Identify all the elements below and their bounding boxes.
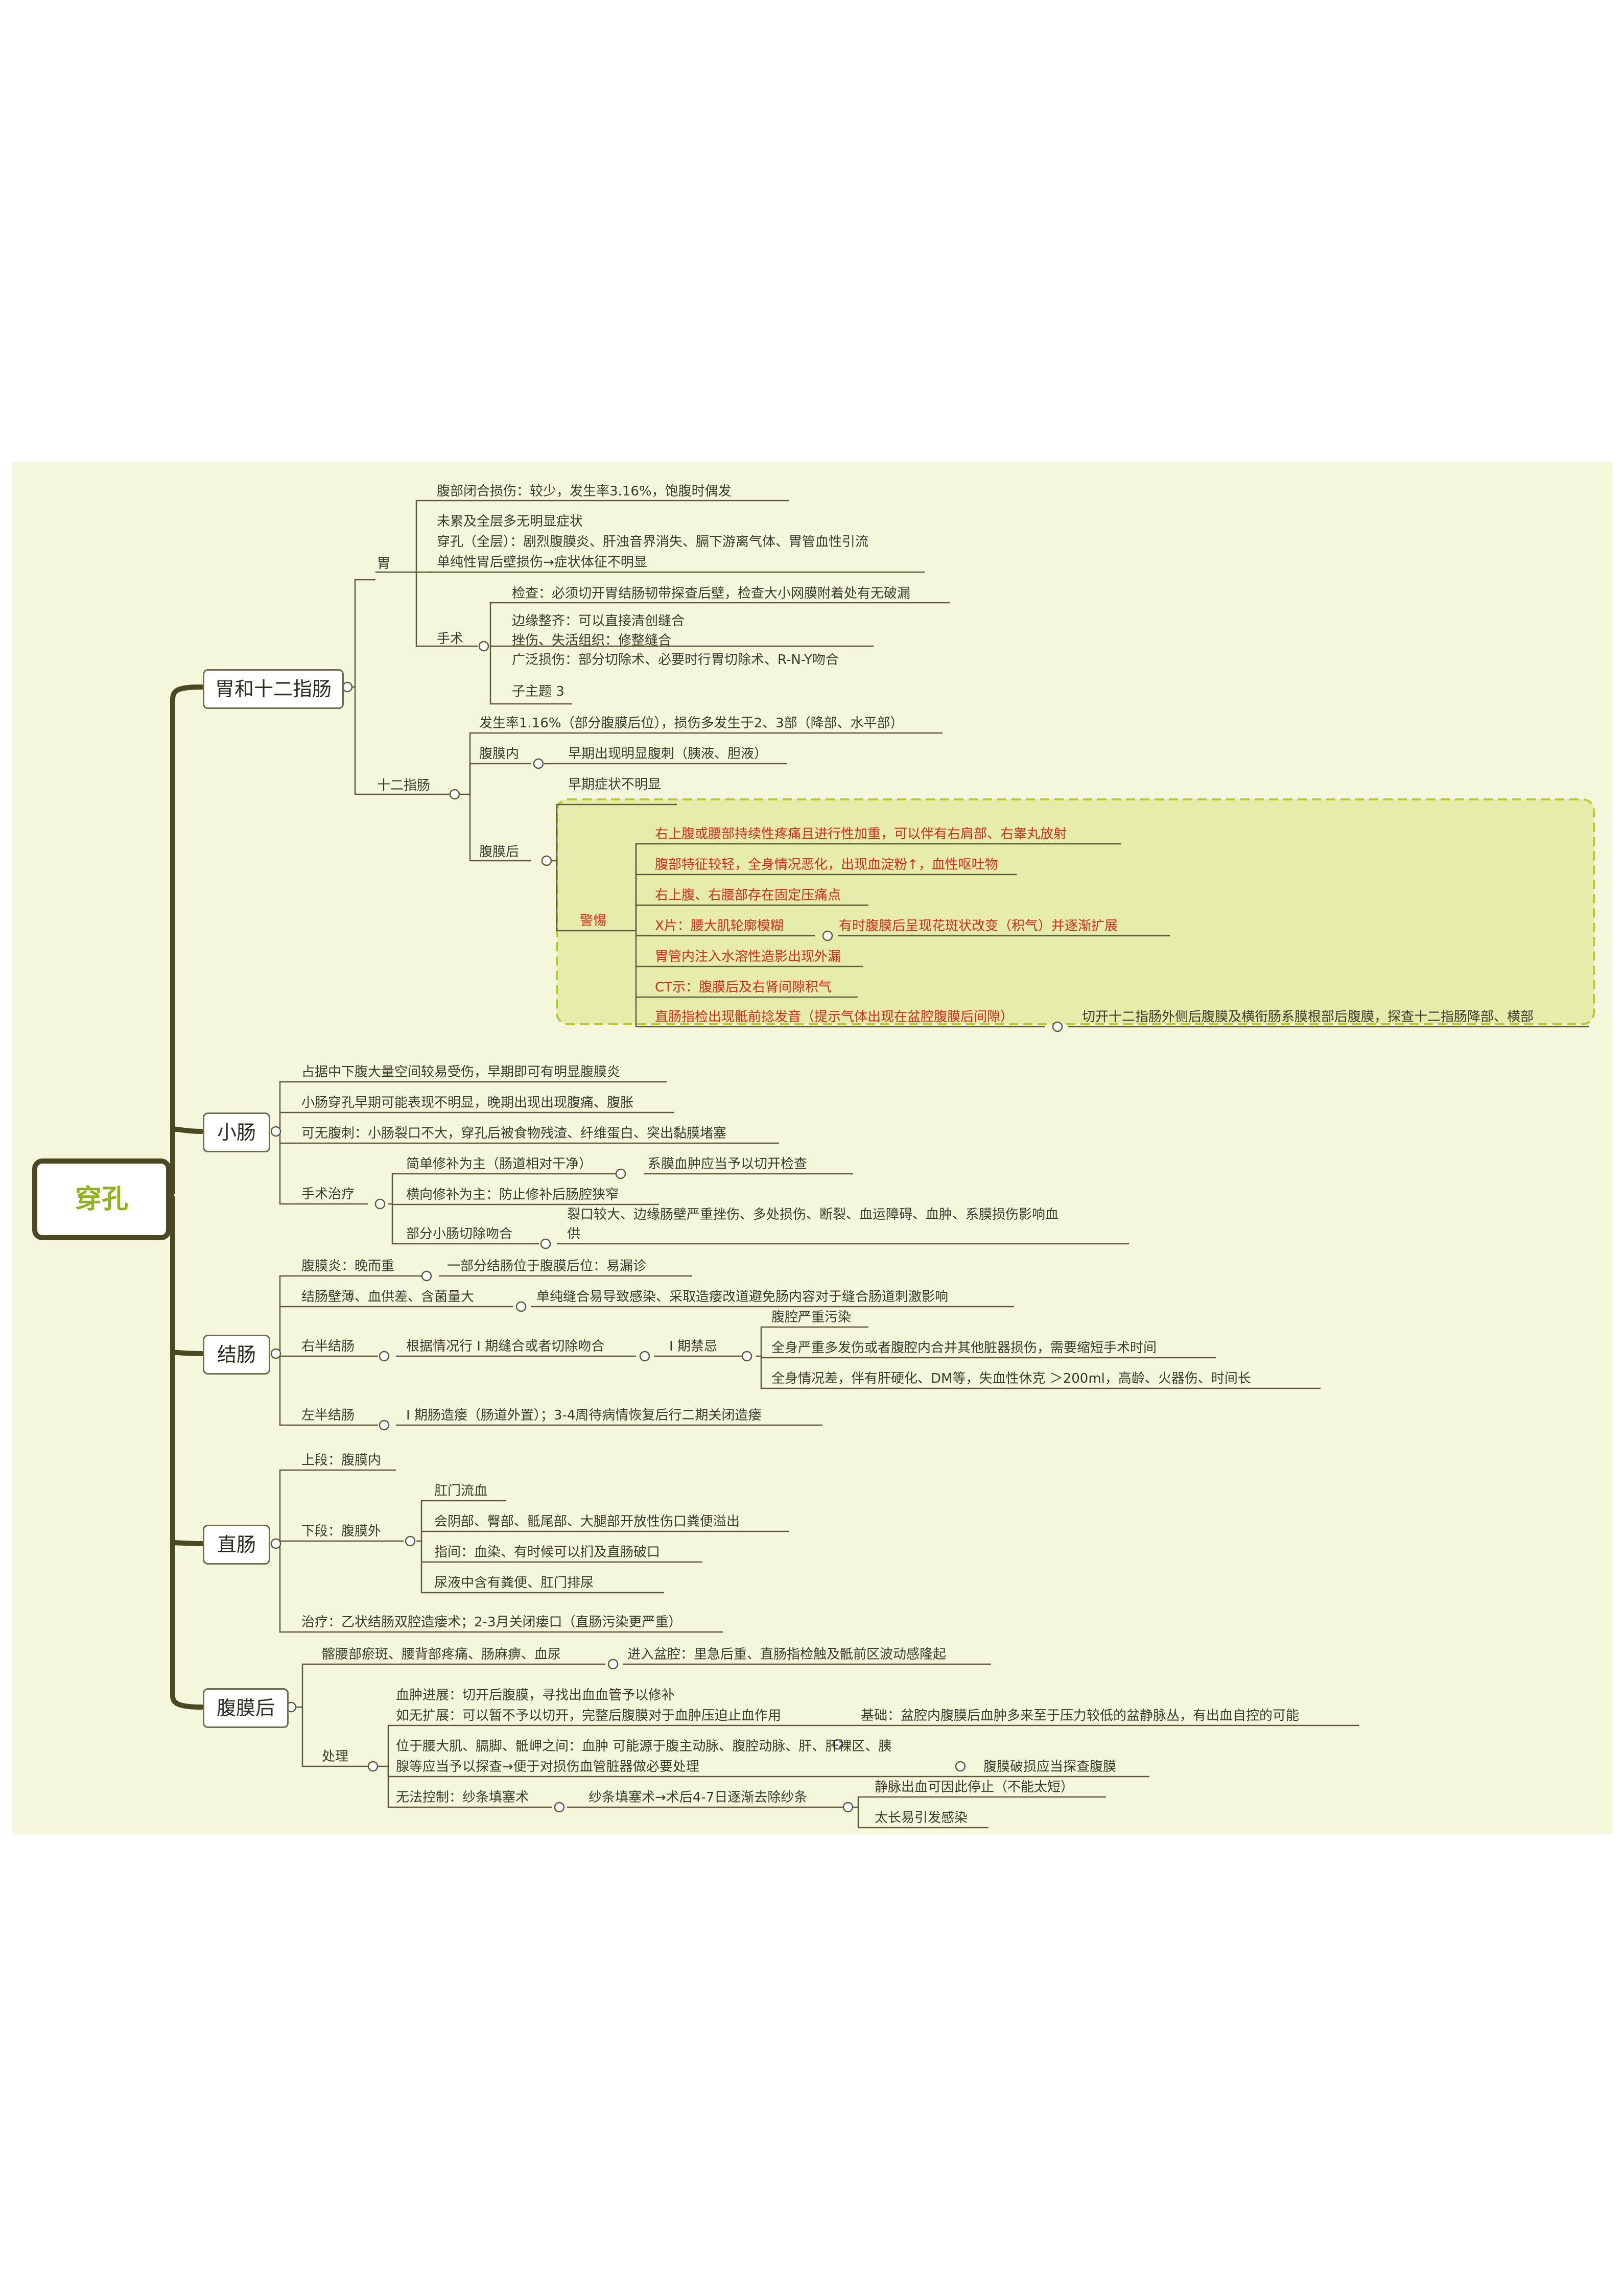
alert-item-4[interactable]: X片：腰大肌轮廓模糊 [655,918,784,934]
rectum-lower[interactable]: 下段：腹膜外 [301,1524,382,1539]
retro-gauze-extra[interactable]: 纱条填塞术→术后4-7日逐渐去除纱条 [589,1790,808,1805]
colon-stage1-ban[interactable]: I 期禁忌 [669,1339,717,1354]
colon-left[interactable]: 左半结肠 [301,1408,355,1423]
retro-psoas-extra[interactable]: 腹膜破损应当探查腹膜 [983,1759,1117,1775]
small-partial-extra-2[interactable]: 供 [567,1226,581,1242]
duodenum-retro[interactable]: 腹膜后 [479,844,520,860]
retro-gauze[interactable]: 无法控制：纱条填塞术 [396,1790,529,1805]
subtopic-stomach[interactable]: 胃 [377,556,391,572]
colon-ban-2[interactable]: 全身严重多发伤或者腹腔内合并其他脏器损伤，需要缩短手术时间 [771,1340,1157,1356]
colon-wall[interactable]: 结肠壁薄、血供差、含菌量大 [301,1289,475,1305]
rectum-treat[interactable]: 治疗：乙状结肠双腔造瘘术；2-3月关闭瘘口（直肠污染更严重） [301,1615,682,1630]
stomach-closed-injury[interactable]: 腹部闭合损伤：较少，发生率3.16%，饱腹时偶发 [437,484,732,499]
colon-peritonitis[interactable]: 腹膜炎：晚而重 [301,1259,395,1274]
branch-lines [273,500,1589,1829]
small-no-peritonitis[interactable]: 可无腹刺：小肠裂口不大，穿孔后被食物残渣、纤维蛋白、突出黏膜堵塞 [301,1126,727,1141]
rectum-lower-4[interactable]: 尿液中含有粪便、肛门排尿 [434,1575,594,1591]
stomach-surgery-extensive[interactable]: 广泛损伤：部分切除术、必要时行胃切除术、R-N-Y吻合 [512,652,839,668]
stomach-surgery-check[interactable]: 检查：必须切开胃结肠韧带探查后壁，检查大小网膜附着处有无破漏 [512,586,911,601]
alert-item-6[interactable]: CT示：腹膜后及右肾间隙积气 [655,980,832,995]
root-topic[interactable]: 穿孔 [32,1158,171,1240]
small-simple[interactable]: 简单修补为主（肠道相对干净） [406,1156,593,1172]
retro-psoas-2[interactable]: 腺等应当予以探查→便于对损伤血管脏器做必要处理 [396,1759,699,1775]
stomach-posterior-wall[interactable]: 单纯性胃后壁损伤→症状体征不明显 [437,555,647,570]
colon-ban-1[interactable]: 腹腔严重污染 [771,1310,852,1325]
rectum-upper[interactable]: 上段：腹膜内 [301,1453,382,1468]
small-simple-extra[interactable]: 系膜血肿应当予以切开检查 [648,1156,808,1172]
small-partial[interactable]: 部分小肠切除吻合 [406,1226,513,1242]
alert-item-1[interactable]: 右上腹或腰部持续性疼痛且进行性加重，可以伴有右肩部、右睾丸放射 [655,826,1067,842]
small-transverse[interactable]: 横向修补为主：防止修补后肠腔狭窄 [406,1187,619,1202]
alert-item-5[interactable]: 胃管内注入水溶性造影出现外漏 [655,949,841,964]
stomach-surgery-neat-edge[interactable]: 边缘整齐：可以直接清创缝合 [512,613,685,629]
small-occupy[interactable]: 占据中下腹大量空间较易受伤，早期即可有明显腹膜炎 [301,1064,621,1080]
small-surgery[interactable]: 手术治疗 [301,1187,355,1202]
topic-retroperitoneum[interactable]: 腹膜后 [203,1688,289,1728]
topic-rectum[interactable]: 直肠 [203,1525,270,1565]
alert-item-7[interactable]: 直肠指检出现骶前捻发音（提示气体出现在盆腔腹膜后间隙） [655,1009,1014,1025]
retro-hematoma-1[interactable]: 血肿进展：切开后腹膜，寻找出血血管予以修补 [396,1688,675,1703]
alert-rectal-extra[interactable]: 切开十二指肠外侧后腹膜及横衔肠系膜根部后腹膜，探查十二指肠降部、横部 [1082,1009,1534,1025]
colon-right[interactable]: 右半结肠 [301,1339,355,1354]
duodenum-alert[interactable]: 警惕 [580,913,607,929]
alert-region [556,798,1595,1025]
subtopic-duodenum[interactable]: 十二指肠 [377,778,431,793]
stomach-surgery[interactable]: 手术 [437,631,464,647]
colon-ban-3[interactable]: 全身情况差，伴有肝硬化、DM等，失血性休克 ＞200ml，高龄、火器伤、时间长 [771,1371,1251,1386]
topic-stomach-duodenum[interactable]: 胃和十二指肠 [203,669,344,709]
colon-peritonitis-extra[interactable]: 一部分结肠位于腹膜后位：易漏诊 [447,1259,647,1274]
retro-gauze-2[interactable]: 太长易引发感染 [875,1810,968,1826]
duodenum-rate[interactable]: 发生率1.16%（部分腹膜后位），损伤多发生于2、3部（降部、水平部） [479,716,904,731]
retro-treat[interactable]: 处理 [322,1749,349,1764]
alert-item-2[interactable]: 腹部特征较轻，全身情况恶化，出现血淀粉↑，血性呕吐物 [655,857,998,872]
retro-psoas-1[interactable]: 位于腰大肌、膈脚、骶岬之间：血肿 可能源于腹主动脉、腹腔动脉、肝、肝裸区、胰 [396,1739,892,1754]
stomach-surgery-contusion[interactable]: 挫伤、失活组织：修整缝合 [512,633,672,648]
stomach-perforation[interactable]: 穿孔（全层）：剧烈腹膜炎、肝浊音界消失、膈下游离气体、胃管血性引流 [437,534,869,550]
small-early[interactable]: 小肠穿孔早期可能表现不明显，晚期出现出现腹痛、腹胀 [301,1095,634,1110]
small-partial-extra-1[interactable]: 裂口较大、边缘肠壁严重挫伤、多处损伤、断裂、血运障碍、血肿、系膜损伤影响血 [567,1207,1059,1222]
rectum-lower-3[interactable]: 指间：血染、有时候可以扪及直肠破口 [434,1545,661,1560]
topic-small-intestine[interactable]: 小肠 [203,1113,270,1152]
colon-wall-extra[interactable]: 单纯缝合易导致感染、采取造瘘改道避免肠内容对于缝合肠道刺激影响 [536,1289,949,1305]
duodenum-intra-detail[interactable]: 早期出现明显腹刺（胰液、胆液） [568,746,768,762]
retro-sign[interactable]: 髂腰部瘀斑、腰背部疼痛、肠麻痹、血尿 [322,1647,561,1662]
retro-basis[interactable]: 基础：盆腔内腹膜后血肿多来至于压力较低的盆静脉丛，有出血自控的可能 [861,1708,1300,1723]
retro-gauze-1[interactable]: 静脉出血可因此停止（不能太短） [875,1780,1074,1795]
retro-hematoma-2[interactable]: 如无扩展：可以暂不予以切开，完整后腹膜对于血肿压迫止血作用 [396,1708,782,1723]
rectum-lower-2[interactable]: 会阴部、臀部、骶尾部、大腿部开放性伤口粪便溢出 [434,1514,740,1529]
duodenum-retro-early[interactable]: 早期症状不明显 [568,777,662,792]
rectum-lower-1[interactable]: 肛门流血 [434,1483,488,1499]
colon-right-extra[interactable]: 根据情况行 I 期缝合或者切除吻合 [406,1339,605,1354]
alert-item-3[interactable]: 右上腹、右腰部存在固定压痛点 [655,888,841,903]
connector-dots [270,641,1063,1813]
topic-colon[interactable]: 结肠 [203,1335,270,1375]
colon-left-extra[interactable]: I 期肠造瘘（肠道外置）；3-4周待病情恢复后行二期关闭造瘘 [406,1408,762,1423]
alert-xray-extra[interactable]: 有时腹膜后呈现花斑状改变（积气）并逐渐扩展 [839,918,1118,934]
retro-sign-extra[interactable]: 进入盆腔：里急后重、直肠指检触及骶前区波动感隆起 [627,1647,947,1662]
stomach-not-full-layer[interactable]: 未累及全层多无明显症状 [437,514,583,529]
duodenum-intra[interactable]: 腹膜内 [479,746,520,762]
stomach-surgery-subtopic[interactable]: 子主题 3 [512,684,564,699]
